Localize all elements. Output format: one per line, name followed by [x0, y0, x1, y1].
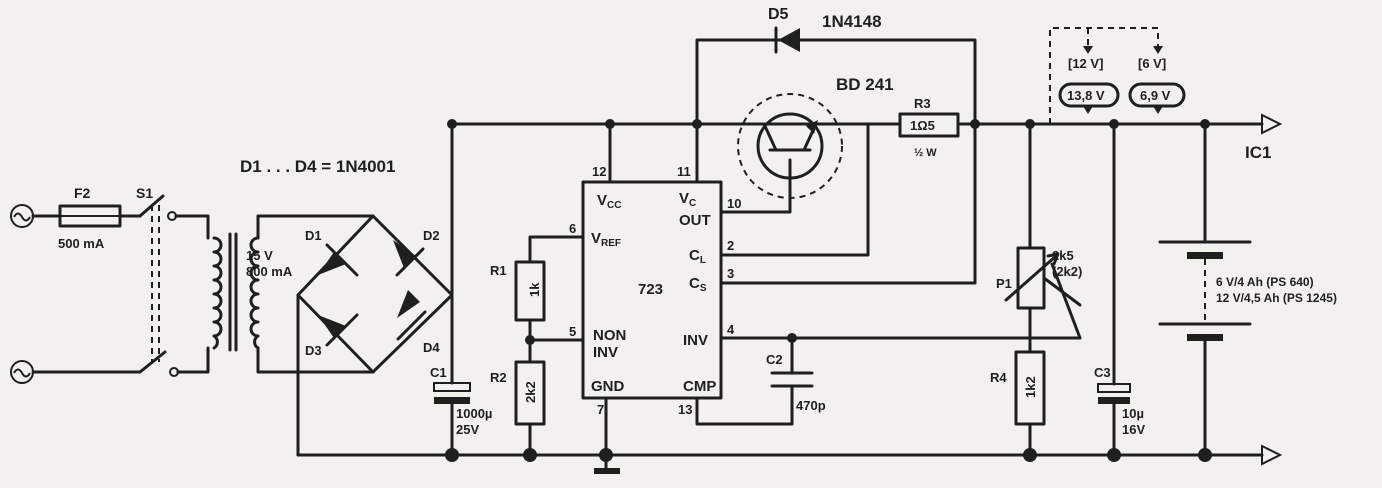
d5-label: D5	[768, 6, 789, 23]
pin-13-number: 13	[678, 402, 692, 417]
ic1-label: IC1	[1245, 143, 1271, 162]
r1-label: R1	[490, 263, 507, 278]
s1-label: S1	[136, 185, 153, 201]
ic-723	[581, 180, 723, 400]
r3-label: R3	[914, 96, 931, 111]
pin-out-label: OUT	[679, 212, 711, 229]
junction-dots	[445, 119, 1212, 462]
bracket-6v: [6 V]	[1138, 56, 1166, 71]
bridge-diode-type: D1 . . . D4 = 1N4001	[240, 157, 395, 176]
ic-723-label: 723	[638, 281, 663, 298]
pin-vcc-label: VCC	[597, 192, 621, 211]
p1-label: P1	[996, 276, 1012, 291]
transformer	[212, 232, 260, 352]
pin-3-number: 3	[727, 266, 734, 281]
d3-label: D3	[305, 343, 322, 358]
battery-12v-label: 12 V/4,5 Ah (PS 1245)	[1216, 291, 1337, 305]
pin-4-number: 4	[727, 322, 735, 337]
tap-13-8v-label: 13,8 V	[1067, 88, 1105, 103]
r2-value: 2k2	[523, 381, 538, 403]
c1-value: 1000µ	[456, 406, 492, 421]
d2-label: D2	[423, 228, 440, 243]
pin-7-number: 7	[597, 402, 604, 417]
mains-terminal-top	[10, 204, 34, 228]
transformer-voltage: 15 V	[246, 248, 273, 263]
d5-type: 1N4148	[822, 12, 882, 31]
r3-value: 1Ω5	[910, 118, 935, 133]
r4-label: R4	[990, 370, 1007, 385]
r1-value: 1k	[527, 282, 542, 297]
bracket-12v: [12 V]	[1068, 56, 1103, 71]
diode-d5	[774, 26, 800, 54]
pin-inv-right-label: INV	[683, 332, 708, 349]
pin-6-number: 6	[569, 221, 576, 236]
output-arrow	[1261, 113, 1283, 135]
transistor-bd241	[737, 93, 843, 199]
p1-alt-value: (2k2)	[1052, 264, 1082, 279]
f2-value: 500 mA	[58, 236, 105, 251]
c2-label: C2	[766, 352, 783, 367]
c1-label: C1	[430, 365, 447, 380]
pin-12-number: 12	[592, 164, 606, 179]
c3-label: C3	[1094, 365, 1111, 380]
ground-output-arrow	[1261, 444, 1283, 466]
mains-terminal-bottom	[10, 360, 34, 384]
switch-s1	[31, 194, 179, 377]
pin-cmp-label: CMP	[683, 378, 716, 395]
r3-power: ½ W	[914, 147, 937, 159]
pin-vc-label: VC	[679, 190, 696, 209]
pin-11-number: 11	[677, 164, 691, 179]
r4-value: 1k2	[1023, 376, 1038, 398]
d4-label: D4	[423, 340, 440, 355]
pin-10-number: 10	[727, 196, 741, 211]
c3-value: 10µ	[1122, 406, 1144, 421]
bridge-rectifier	[296, 214, 454, 374]
p1-value: 2k5	[1052, 248, 1074, 263]
pin-gnd-label: GND	[591, 378, 625, 395]
diode-d1	[318, 243, 359, 277]
diode-d4	[396, 290, 427, 341]
battery-6v-label: 6 V/4 Ah (PS 640)	[1216, 275, 1314, 289]
pin-non-label: NON	[593, 327, 626, 344]
pin-2-number: 2	[727, 238, 734, 253]
pin-cs-label: CS	[689, 275, 707, 294]
c2-value: 470p	[796, 398, 826, 413]
capacitor-c1	[433, 382, 471, 404]
capacitor-c3	[1097, 383, 1131, 404]
transformer-current: 800 mA	[246, 264, 293, 279]
pin-cl-label: CL	[689, 247, 706, 266]
capacitor-c2	[770, 371, 814, 388]
pin-inv-left-label: INV	[593, 344, 618, 361]
pin-vref-label: VREF	[591, 230, 621, 249]
diode-d2	[393, 240, 425, 277]
tap-6-9v-label: 6,9 V	[1140, 88, 1171, 103]
d1-label: D1	[305, 228, 322, 243]
r2-label: R2	[490, 370, 507, 385]
pin-5-number: 5	[569, 324, 576, 339]
f2-label: F2	[74, 185, 91, 201]
c3-voltage: 16V	[1122, 422, 1145, 437]
battery	[1158, 240, 1252, 341]
diode-d3	[318, 313, 359, 347]
c1-voltage: 25V	[456, 422, 479, 437]
bd241-label: BD 241	[836, 75, 894, 94]
